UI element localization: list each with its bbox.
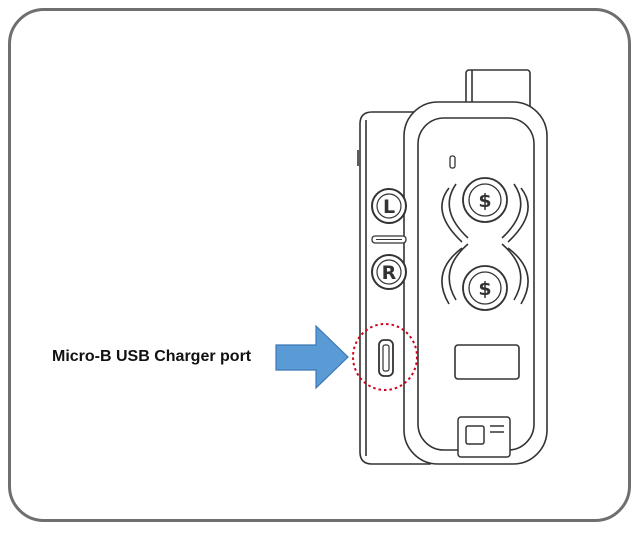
display-window <box>454 344 520 380</box>
upper-dial: $ <box>462 177 508 223</box>
lower-dial: $ <box>462 265 508 311</box>
port-highlight-ring <box>352 323 418 391</box>
status-led <box>449 155 456 169</box>
side-divider <box>371 235 407 244</box>
bottom-latch <box>457 416 511 458</box>
right-arrow-icon <box>275 324 349 390</box>
right-button-label: R <box>382 262 397 284</box>
upper-dial-symbol: $ <box>478 190 491 212</box>
lower-dial-symbol: $ <box>478 278 491 300</box>
charger-port-label: Micro-B USB Charger port <box>52 348 252 365</box>
usb-port-icon <box>378 339 394 377</box>
left-button-label: L <box>383 196 395 218</box>
dial-guards <box>441 183 529 305</box>
left-button: L <box>371 188 407 224</box>
right-button: R <box>371 254 407 290</box>
